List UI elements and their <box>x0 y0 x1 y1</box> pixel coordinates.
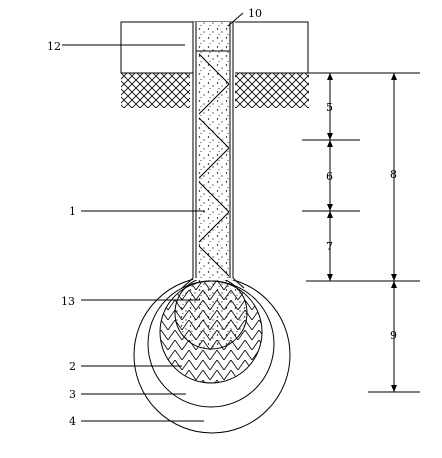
label-inner-ring: 2 <box>69 360 76 373</box>
label-casing: 10 <box>248 7 262 20</box>
leader-lines <box>62 12 244 422</box>
label-dim-c: 7 <box>326 240 333 253</box>
pile-shaft <box>181 22 245 289</box>
label-dim-b: 6 <box>326 170 333 183</box>
label-outer-ring: 4 <box>69 415 76 428</box>
bulb-layers <box>133 276 291 434</box>
labels: 10 12 1 13 2 3 4 5 6 7 8 9 <box>47 7 397 428</box>
label-dim-total: 8 <box>390 168 397 181</box>
dimension-lines <box>302 72 420 393</box>
label-bulb-core: 13 <box>61 295 75 308</box>
label-cap: 12 <box>47 40 61 53</box>
label-dim-a: 5 <box>326 101 333 114</box>
label-middle-ring: 3 <box>69 388 76 401</box>
label-pile-shaft: 1 <box>69 205 76 218</box>
label-dim-bulb: 9 <box>390 329 397 342</box>
